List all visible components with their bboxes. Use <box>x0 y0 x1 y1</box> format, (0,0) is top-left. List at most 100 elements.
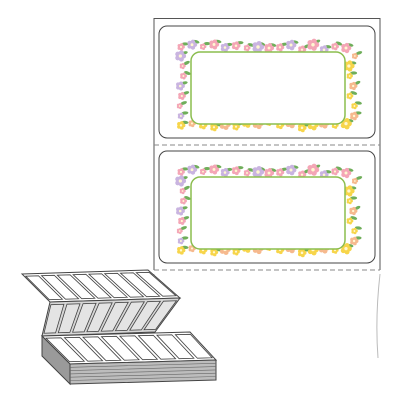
flower-decoration <box>307 38 320 51</box>
stack-label-cell <box>143 300 178 331</box>
flower-decoration <box>187 39 198 50</box>
stack-sheet-line <box>69 369 217 375</box>
flower-decoration <box>331 42 339 51</box>
leaf-decoration <box>354 101 362 105</box>
flower-decoration <box>346 72 353 80</box>
flower-decoration <box>177 246 186 255</box>
flower-decoration <box>331 167 339 176</box>
flower-decoration <box>180 72 187 80</box>
flower-decoration <box>209 39 220 50</box>
leaf-decoration <box>350 216 358 220</box>
flower-decoration <box>346 197 353 205</box>
flower-decoration <box>276 43 285 52</box>
leaf-decoration <box>180 101 187 105</box>
flower-decoration <box>179 62 186 70</box>
stack-label-cell <box>129 300 162 331</box>
flower-decoration <box>220 42 230 53</box>
flower-decoration <box>177 112 185 120</box>
flower-decoration <box>349 81 358 91</box>
stack-label-cell <box>100 335 141 361</box>
inner-frame <box>190 176 346 250</box>
stack-label-cell <box>45 337 86 363</box>
flower-decoration <box>177 168 185 176</box>
flower-decoration <box>346 217 354 225</box>
flower-decoration <box>176 102 183 110</box>
flower-decoration <box>341 167 352 179</box>
flower-decoration <box>177 43 185 51</box>
flower-decoration <box>209 164 220 175</box>
stack-middle-fold <box>41 297 182 337</box>
flower-decoration <box>349 206 358 216</box>
leaf-decoration <box>355 176 363 180</box>
leaf-decoration <box>184 196 191 200</box>
stack-label-cell <box>57 303 81 334</box>
leaf-decoration <box>350 196 358 200</box>
flower-decoration <box>351 52 359 60</box>
fanfold-stack <box>20 269 218 386</box>
leaf-decoration <box>181 236 189 240</box>
flower-decoration <box>177 121 186 130</box>
flower-decoration <box>220 167 230 178</box>
leaf-decoration <box>183 60 190 66</box>
leaf-decoration <box>355 51 363 55</box>
flower-decoration <box>297 248 307 258</box>
stack-label-cell <box>135 271 177 297</box>
stack-bottom-block <box>40 331 218 386</box>
stack-label-cell <box>40 274 80 300</box>
flower-decoration <box>199 168 207 175</box>
flower-decoration <box>346 92 354 100</box>
flower-decoration <box>298 170 307 179</box>
stack-label-cell <box>137 334 177 360</box>
label-sheet <box>153 18 381 359</box>
inner-frame <box>190 51 346 125</box>
flower-decoration <box>276 168 285 177</box>
stack-label-cell <box>103 272 145 298</box>
flower-decoration <box>187 164 198 175</box>
leaf-decoration <box>203 42 211 46</box>
flower-decoration <box>178 217 186 225</box>
flower-decoration <box>341 42 352 54</box>
stack-label-cell <box>100 301 129 332</box>
stack-sheet-line <box>69 372 217 378</box>
label-2 <box>158 150 376 264</box>
stack-label-cell <box>114 301 146 332</box>
flower-decoration <box>176 227 183 235</box>
flower-decoration <box>351 177 359 185</box>
stack-label-cell <box>119 272 161 298</box>
stack-label-cell <box>119 335 159 361</box>
stack-label-cell <box>155 334 195 360</box>
flower-decoration <box>180 197 187 205</box>
label-1 <box>158 25 376 139</box>
stack-label-cell <box>43 303 65 334</box>
flower-decoration <box>350 236 359 246</box>
flower-decoration <box>175 175 187 187</box>
stack-label-cell <box>86 302 113 333</box>
leaf-decoration <box>184 71 191 75</box>
flower-decoration <box>179 187 186 195</box>
leaf-decoration <box>335 41 343 46</box>
stack-label-cell <box>63 336 104 362</box>
flower-decoration <box>176 81 185 91</box>
flower-decoration <box>177 237 185 245</box>
leaf-decoration <box>350 71 358 75</box>
flower-decoration <box>351 102 358 110</box>
flower-decoration <box>286 164 297 176</box>
stack-label-cell <box>174 333 214 359</box>
flower-decoration <box>231 166 241 176</box>
leaf-decoration <box>203 167 211 171</box>
stack-top-panel <box>20 269 182 303</box>
leaf-decoration <box>181 111 189 115</box>
stack-sheet-line <box>69 366 217 371</box>
flower-decoration <box>199 43 207 50</box>
flower-decoration <box>243 169 251 177</box>
leaf-decoration <box>350 91 358 95</box>
stack-sheet-line <box>69 363 217 368</box>
flower-decoration <box>243 44 251 52</box>
flower-decoration <box>176 206 185 216</box>
flower-decoration <box>286 39 297 51</box>
stack-label-cell <box>72 302 97 333</box>
stack-label-cell <box>72 273 113 299</box>
flower-decoration <box>232 122 240 131</box>
flower-decoration <box>231 41 241 51</box>
